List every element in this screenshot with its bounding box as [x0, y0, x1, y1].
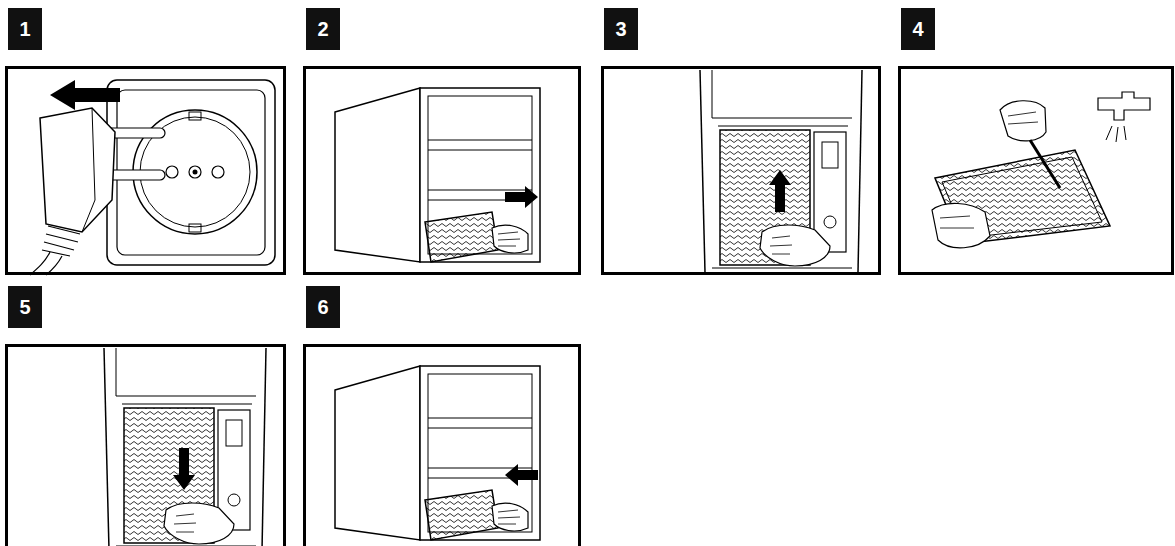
step-number: 3: [615, 19, 626, 39]
panel-frame: [5, 344, 286, 546]
panel-frame: [303, 66, 581, 275]
step-panel: 1: [5, 8, 286, 275]
illustration-part: [30, 252, 62, 275]
illustration-part: [505, 464, 538, 486]
step-number: 4: [912, 19, 923, 39]
step-panel: 3: [601, 8, 881, 275]
step-tab: 5: [8, 286, 42, 328]
step-panel: 5: [5, 286, 286, 546]
illustration-part: [193, 170, 198, 175]
illustration-part: [50, 80, 120, 110]
unplug-illustration: [30, 80, 275, 275]
step-number: 1: [19, 19, 30, 39]
illustration-part: [173, 448, 195, 490]
illustration-part: [40, 108, 115, 232]
illustration-part: [700, 70, 862, 272]
insert-filter-illustration: [104, 348, 266, 546]
step-tab: 4: [901, 8, 935, 50]
illustration-part: [166, 166, 178, 178]
illustration-part: [505, 186, 538, 208]
step-number: 6: [317, 297, 328, 317]
illustration-part: [1098, 92, 1150, 120]
illustration-part: [189, 112, 201, 120]
illustration-part: [335, 366, 540, 540]
panel-frame: [303, 344, 581, 546]
illustration-part: [82, 108, 95, 232]
step-tab: 6: [306, 286, 340, 328]
illustration-part: [212, 166, 224, 178]
push-filter-illustration: [335, 366, 540, 540]
step-panel: 2: [303, 8, 581, 275]
wash-filter-illustration: [932, 92, 1150, 248]
panel-frame: [898, 66, 1174, 275]
step-tab: 1: [8, 8, 42, 50]
illustration-part: [42, 226, 80, 256]
illustration-part: [189, 224, 201, 232]
step-panel: 6: [303, 286, 581, 546]
illustration-part: [940, 216, 974, 228]
illustration-part: [104, 348, 266, 546]
illustration-part: [335, 88, 540, 262]
illustration-part: [1030, 140, 1060, 188]
illustration-part: [932, 203, 990, 247]
step-tab: 2: [306, 8, 340, 50]
illustration-part: [1106, 126, 1126, 142]
lift-filter-illustration: [700, 70, 862, 272]
step-panel: 4: [898, 8, 1174, 275]
illustration-part: [1008, 112, 1038, 124]
panel-frame: [601, 66, 881, 275]
step-tab: 3: [604, 8, 638, 50]
illustration-part: [1000, 101, 1046, 141]
step-number: 2: [317, 19, 328, 39]
pull-filter-illustration: [335, 88, 540, 262]
step-number: 5: [19, 297, 30, 317]
illustration-part: [189, 166, 201, 178]
illustration-part: [769, 170, 791, 212]
panel-frame: [5, 66, 286, 275]
